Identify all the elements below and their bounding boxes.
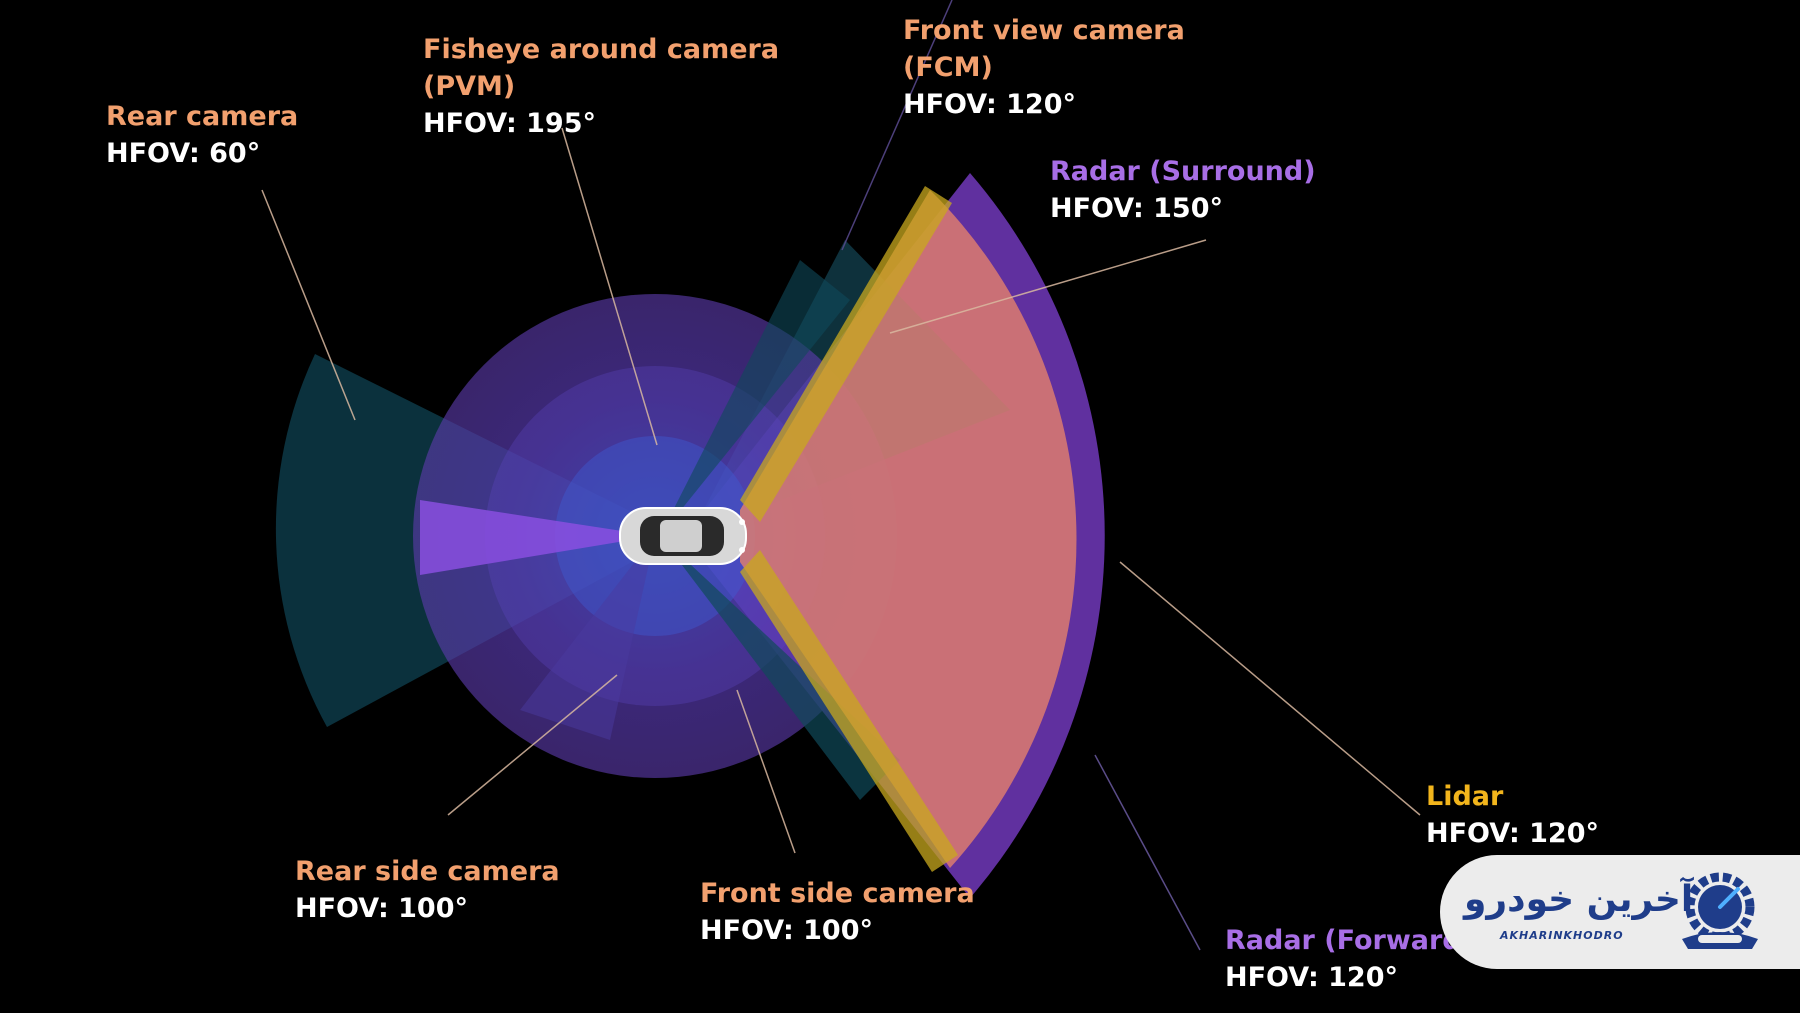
lidar-hfov: HFOV: 120° [1426, 818, 1600, 849]
akharinkhodro-logo: آخرین خودرو AKHARINKHODRO [1440, 855, 1800, 969]
front-view-hfov: HFOV: 120° [903, 89, 1077, 120]
rear-camera-name: Rear camera [106, 101, 299, 132]
rear-side-camera-label: Rear side camera HFOV: 100° [295, 853, 560, 927]
rear-side-camera-fov [420, 500, 655, 575]
front-side-camera-fov [660, 536, 900, 800]
radar-forward-label: Radar (Forward) HFOV: 120° [1225, 922, 1474, 996]
radar-forward-hfov: HFOV: 120° [1225, 962, 1399, 993]
front-side-hfov: HFOV: 100° [700, 915, 874, 946]
fisheye-name-line2: (PVM) [423, 71, 516, 102]
lidar-edge-upper [740, 186, 952, 522]
rear-camera-label: Rear camera HFOV: 60° [106, 98, 298, 172]
lidar-fov [740, 190, 1077, 868]
rear-side-hfov: HFOV: 100° [295, 893, 469, 924]
front-side-name: Front side camera [700, 878, 975, 909]
radar-surround-label: Radar (Surround) HFOV: 150° [1050, 153, 1316, 227]
fisheye-name-line1: Fisheye around camera [423, 34, 780, 65]
radar-forward-name: Radar (Forward) [1225, 925, 1474, 956]
gear-speedometer-icon [1682, 872, 1758, 949]
lidar-edge-lower [740, 550, 958, 872]
lidar-name: Lidar [1426, 781, 1504, 812]
logo-text-en: AKHARINKHODRO [1500, 929, 1624, 942]
front-side-camera-fov-upper [660, 260, 850, 536]
front-view-name-line2: (FCM) [903, 52, 993, 83]
front-view-camera-label: Front view camera (FCM) HFOV: 120° [903, 12, 1185, 123]
rear-camera-hfov: HFOV: 60° [106, 138, 261, 169]
front-side-camera-label: Front side camera HFOV: 100° [700, 875, 975, 949]
logo-text-fa: آخرین خودرو [1464, 879, 1694, 920]
radar-surround-name: Radar (Surround) [1050, 156, 1316, 187]
front-view-name-line1: Front view camera [903, 15, 1185, 46]
car-icon [619, 507, 747, 565]
fisheye-hfov: HFOV: 195° [423, 108, 597, 139]
leader-lines [261, 0, 1421, 951]
radar-surround-hfov: HFOV: 150° [1050, 193, 1224, 224]
rear-side-name: Rear side camera [295, 856, 560, 887]
fisheye-label: Fisheye around camera (PVM) HFOV: 195° [423, 31, 779, 142]
rear-side-camera-fov-lower [520, 536, 655, 740]
lidar-label: Lidar HFOV: 120° [1426, 778, 1599, 852]
